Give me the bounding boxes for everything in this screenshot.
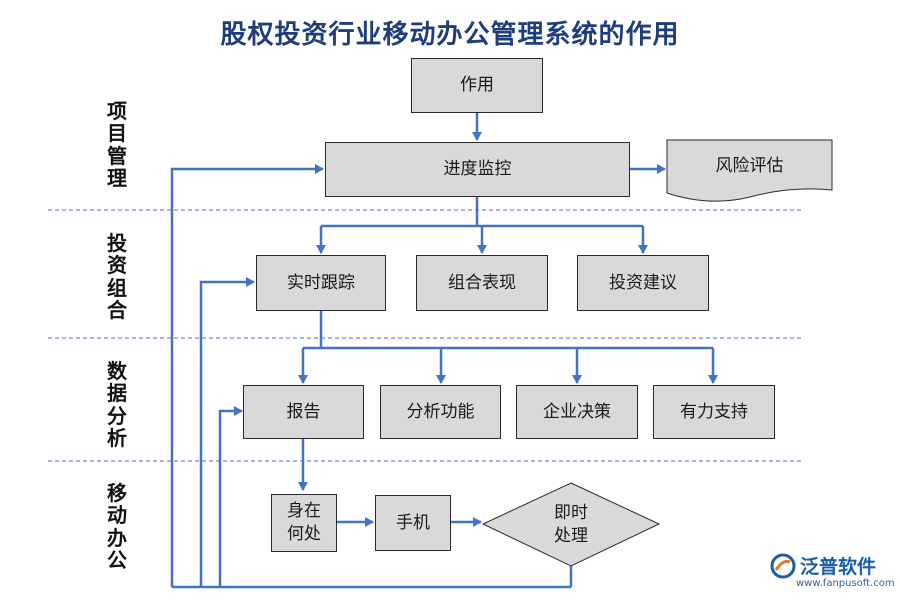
node-shenzai-label: 身在何处	[287, 501, 321, 544]
section-label-analysis-text: 数据分析	[107, 359, 127, 451]
section-label-project-text: 项目管理	[107, 99, 127, 191]
node-youli: 有力支持	[653, 385, 775, 439]
fanpu-logo-icon	[770, 553, 796, 579]
arrow-loop-to-baogao	[218, 406, 243, 587]
node-zuhe-label: 组合表现	[448, 272, 516, 293]
section-label-analysis: 数据分析	[102, 360, 132, 450]
node-fengxian-label: 风险评估	[715, 155, 784, 176]
node-shishi: 实时跟踪	[256, 255, 386, 311]
node-jishi: 即时处理	[511, 502, 631, 548]
node-qiye-label: 企业决策	[543, 401, 611, 422]
section-label-mobile-text: 移动办公	[107, 481, 127, 573]
node-jindu-label: 进度监控	[443, 159, 512, 180]
node-zuoyong: 作用	[411, 58, 543, 113]
arrow-loop-to-shishi	[199, 277, 255, 587]
node-baogao-label: 报告	[286, 401, 321, 422]
brand-name: 泛普软件	[800, 556, 877, 578]
page-title: 股权投资行业移动办公管理系统的作用	[220, 20, 680, 50]
node-touzi-jianyi-label: 投资建议	[609, 272, 677, 293]
node-shenzai: 身在何处	[271, 494, 337, 552]
node-shouji: 手机	[375, 495, 451, 551]
arrow-loop-to-jindu	[170, 164, 324, 587]
jishi-diamond-shape	[481, 482, 661, 567]
node-fenxi: 分析功能	[380, 385, 501, 439]
section-label-project: 项目管理	[102, 100, 132, 190]
fengxian-document-shape	[666, 139, 833, 202]
brand-logo: 泛普软件	[770, 552, 876, 579]
node-qiye: 企业决策	[516, 385, 638, 439]
node-zuhe: 组合表现	[416, 255, 548, 311]
node-zuoyong-label: 作用	[460, 75, 494, 96]
node-shouji-label: 手机	[396, 512, 430, 533]
node-shishi-label: 实时跟踪	[287, 272, 355, 293]
node-touzi-jianyi: 投资建议	[577, 255, 709, 311]
section-label-portfolio: 投资组合	[102, 232, 132, 322]
brand-url: www.fanpusoft.com	[796, 578, 895, 589]
node-youli-label: 有力支持	[680, 401, 748, 422]
node-baogao: 报告	[243, 385, 364, 439]
node-jindu: 进度监控	[325, 142, 630, 197]
node-fenxi-label: 分析功能	[406, 401, 475, 422]
node-jishi-label: 即时处理	[554, 503, 588, 546]
section-label-portfolio-text: 投资组合	[107, 231, 127, 323]
node-fengxian: 风险评估	[667, 140, 832, 186]
section-label-mobile: 移动办公	[102, 482, 132, 572]
